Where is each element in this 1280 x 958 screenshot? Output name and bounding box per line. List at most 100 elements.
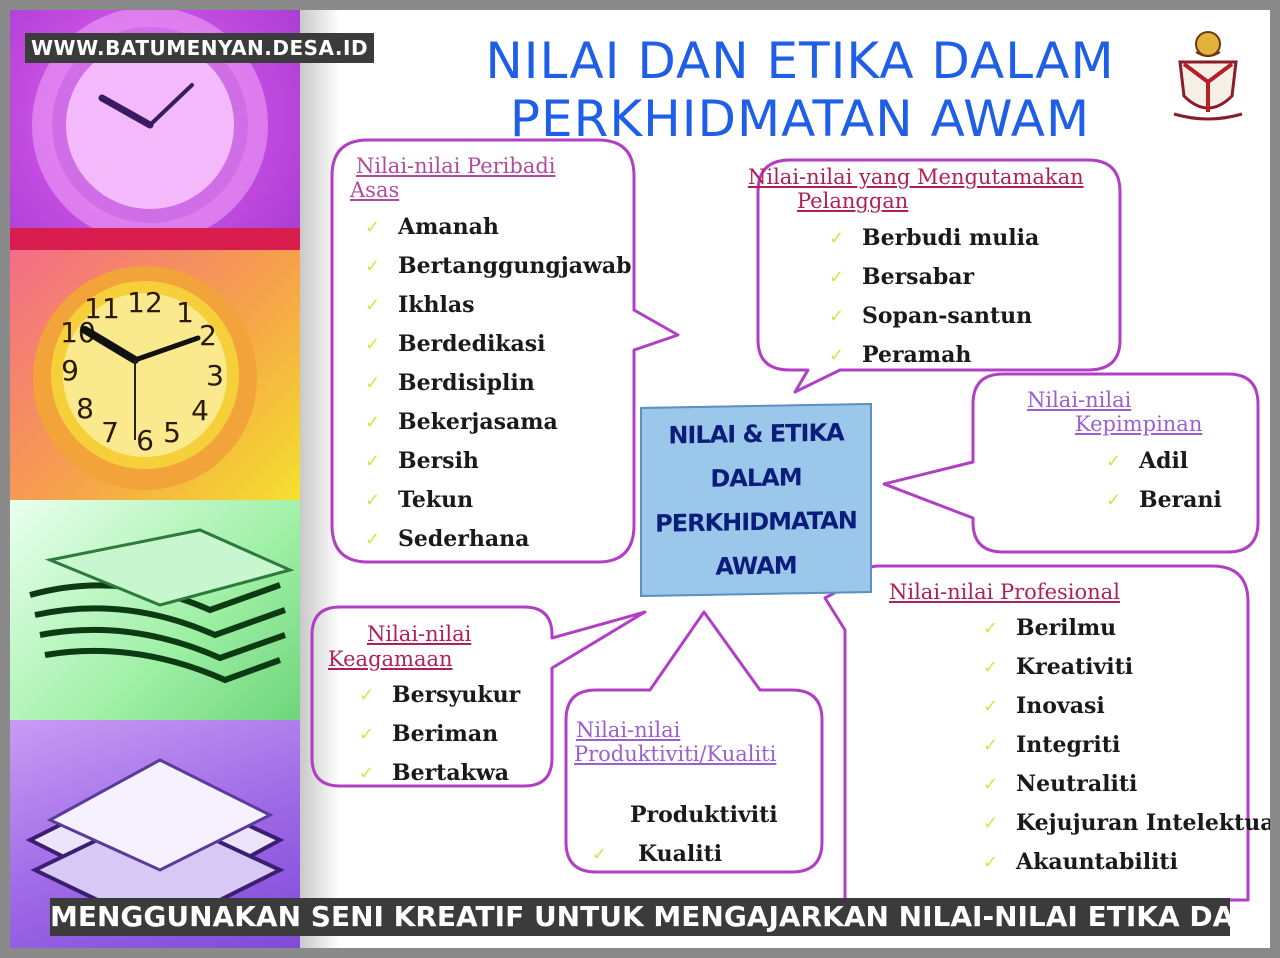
list-item: ✓Berdisiplin bbox=[365, 364, 632, 403]
list-item: ✓Sederhana bbox=[365, 520, 632, 559]
list-item: Produktiviti bbox=[630, 802, 778, 828]
check-icon: ✓ bbox=[592, 844, 608, 865]
check-icon: ✓ bbox=[829, 306, 845, 327]
list-item: ✓Bertanggungjawab bbox=[365, 247, 632, 286]
svg-text:4: 4 bbox=[191, 394, 209, 427]
list-item: ✓Bekerjasama bbox=[365, 403, 632, 442]
watermark-label: WWW.BATUMENYAN.DESA.ID bbox=[25, 33, 375, 63]
bubble-keagamaan-title-1: Nilai-nilai bbox=[367, 622, 472, 646]
check-icon: ✓ bbox=[829, 345, 845, 366]
check-icon: ✓ bbox=[365, 256, 381, 277]
list-item: ✓Kejujuran Intelektual bbox=[983, 804, 1280, 843]
center-label-line-2: DALAM bbox=[710, 463, 802, 493]
svg-text:3: 3 bbox=[206, 359, 224, 392]
check-icon: ✓ bbox=[365, 295, 381, 316]
kepimpinan-values-list: ✓Adil ✓Berani bbox=[1106, 442, 1222, 520]
list-item: ✓Bersabar bbox=[829, 258, 1039, 297]
bubble-produktiviti bbox=[564, 610, 824, 874]
check-icon: ✓ bbox=[365, 412, 381, 433]
list-item: ✓Neutraliti bbox=[983, 765, 1280, 804]
peribadi-values-list: ✓Amanah ✓Bertanggungjawab ✓Ikhlas ✓Berde… bbox=[365, 208, 632, 559]
bubble-peribadi bbox=[330, 138, 680, 564]
bubble-pelanggan bbox=[756, 158, 1122, 394]
list-item: ✓Inovasi bbox=[983, 687, 1280, 726]
check-icon: ✓ bbox=[365, 529, 381, 550]
check-icon: ✓ bbox=[365, 334, 381, 355]
list-item: ✓Kualiti bbox=[592, 835, 778, 874]
bubble-profesional-title: Nilai-nilai Profesional bbox=[889, 580, 1120, 604]
svg-text:7: 7 bbox=[101, 416, 119, 449]
svg-text:11: 11 bbox=[84, 292, 120, 325]
bubble-kepimpinan bbox=[882, 372, 1260, 554]
check-icon: ✓ bbox=[983, 618, 999, 639]
list-item: ✓Bersih bbox=[365, 442, 632, 481]
list-item: ✓Akauntabiliti bbox=[983, 843, 1280, 882]
bubble-kepimpinan-title-1: Nilai-nilai bbox=[1027, 388, 1132, 412]
list-item: ✓Berilmu bbox=[983, 609, 1280, 648]
list-item: ✓Bersyukur bbox=[359, 676, 520, 715]
bubble-produktiviti-title-2: Produktiviti/Kualiti bbox=[574, 742, 777, 766]
check-icon: ✓ bbox=[983, 774, 999, 795]
list-item: ✓Bertakwa bbox=[359, 754, 520, 793]
check-icon: ✓ bbox=[983, 735, 999, 756]
list-item: ✓Berdedikasi bbox=[365, 325, 632, 364]
keagamaan-values-list: ✓Bersyukur ✓Beriman ✓Bertakwa bbox=[359, 676, 520, 793]
check-icon: ✓ bbox=[829, 267, 845, 288]
bubble-keagamaan bbox=[310, 605, 647, 788]
svg-text:12: 12 bbox=[127, 286, 163, 319]
bubble-peribadi-title-2: Asas bbox=[350, 178, 400, 202]
list-item: ✓Ikhlas bbox=[365, 286, 632, 325]
check-icon: ✓ bbox=[359, 763, 375, 784]
list-item: ✓Integriti bbox=[983, 726, 1280, 765]
center-concept-box: NILAI & ETIKA DALAM PERKHIDMATAN AWAM bbox=[640, 402, 872, 598]
list-item: ✓Berani bbox=[1106, 481, 1222, 520]
svg-text:5: 5 bbox=[163, 416, 181, 449]
svg-text:6: 6 bbox=[136, 424, 154, 457]
center-label-line-1: NILAI & ETIKA bbox=[668, 418, 844, 450]
check-icon: ✓ bbox=[359, 724, 375, 745]
page-title-line-2: PERKHIDMATAN AWAM bbox=[509, 90, 1091, 148]
books-icon bbox=[29, 528, 295, 684]
bubble-produktiviti-title-1: Nilai-nilai bbox=[576, 718, 681, 742]
pelanggan-values-list: ✓Berbudi mulia ✓Bersabar ✓Sopan-santun ✓… bbox=[829, 219, 1039, 375]
check-icon: ✓ bbox=[1106, 490, 1122, 511]
check-icon: ✓ bbox=[365, 217, 381, 238]
check-icon: ✓ bbox=[365, 451, 381, 472]
profesional-values-list: ✓Berilmu ✓Kreativiti ✓Inovasi ✓Integriti… bbox=[983, 609, 1280, 882]
bubble-peribadi-title-1: Nilai-nilai Peribadi bbox=[356, 154, 556, 178]
check-icon: ✓ bbox=[359, 685, 375, 706]
produktiviti-values-list: Produktiviti ✓Kualiti bbox=[592, 796, 778, 874]
bubble-kepimpinan-title-2: Kepimpinan bbox=[1075, 412, 1203, 436]
bubble-pelanggan-title-2: Pelanggan bbox=[797, 189, 909, 213]
caption-banner: MENGGUNAKAN SENI KREATIF UNTUK MENGAJARK… bbox=[50, 898, 1230, 936]
check-icon: ✓ bbox=[1106, 451, 1122, 472]
check-icon: ✓ bbox=[983, 696, 999, 717]
crest-icon bbox=[1173, 31, 1243, 121]
center-label-line-3: PERKHIDMATAN AWAM bbox=[655, 506, 857, 581]
svg-text:9: 9 bbox=[61, 354, 79, 387]
check-icon: ✓ bbox=[365, 373, 381, 394]
bubble-keagamaan-title-2: Keagamaan bbox=[328, 647, 453, 671]
list-item: ✓Peramah bbox=[829, 336, 1039, 375]
list-item: ✓Sopan-santun bbox=[829, 297, 1039, 336]
check-icon: ✓ bbox=[983, 657, 999, 678]
svg-text:8: 8 bbox=[76, 392, 94, 425]
list-item: ✓Amanah bbox=[365, 208, 632, 247]
page-title-line-1: NILAI DAN ETIKA DALAM bbox=[485, 32, 1115, 90]
list-item: ✓Beriman bbox=[359, 715, 520, 754]
list-item: ✓Adil bbox=[1106, 442, 1222, 481]
check-icon: ✓ bbox=[365, 490, 381, 511]
clock-icon bbox=[32, 10, 268, 243]
bubble-pelanggan-title-1: Nilai-nilai yang Mengutamakan bbox=[748, 165, 1084, 189]
check-icon: ✓ bbox=[983, 813, 999, 834]
list-item: ✓Kreativiti bbox=[983, 648, 1280, 687]
list-item: ✓Berbudi mulia bbox=[829, 219, 1039, 258]
list-item: ✓Tekun bbox=[365, 481, 632, 520]
check-icon: ✓ bbox=[983, 852, 999, 873]
green-books-image bbox=[10, 500, 300, 720]
svg-text:2: 2 bbox=[199, 319, 217, 352]
svg-text:1: 1 bbox=[176, 296, 194, 329]
